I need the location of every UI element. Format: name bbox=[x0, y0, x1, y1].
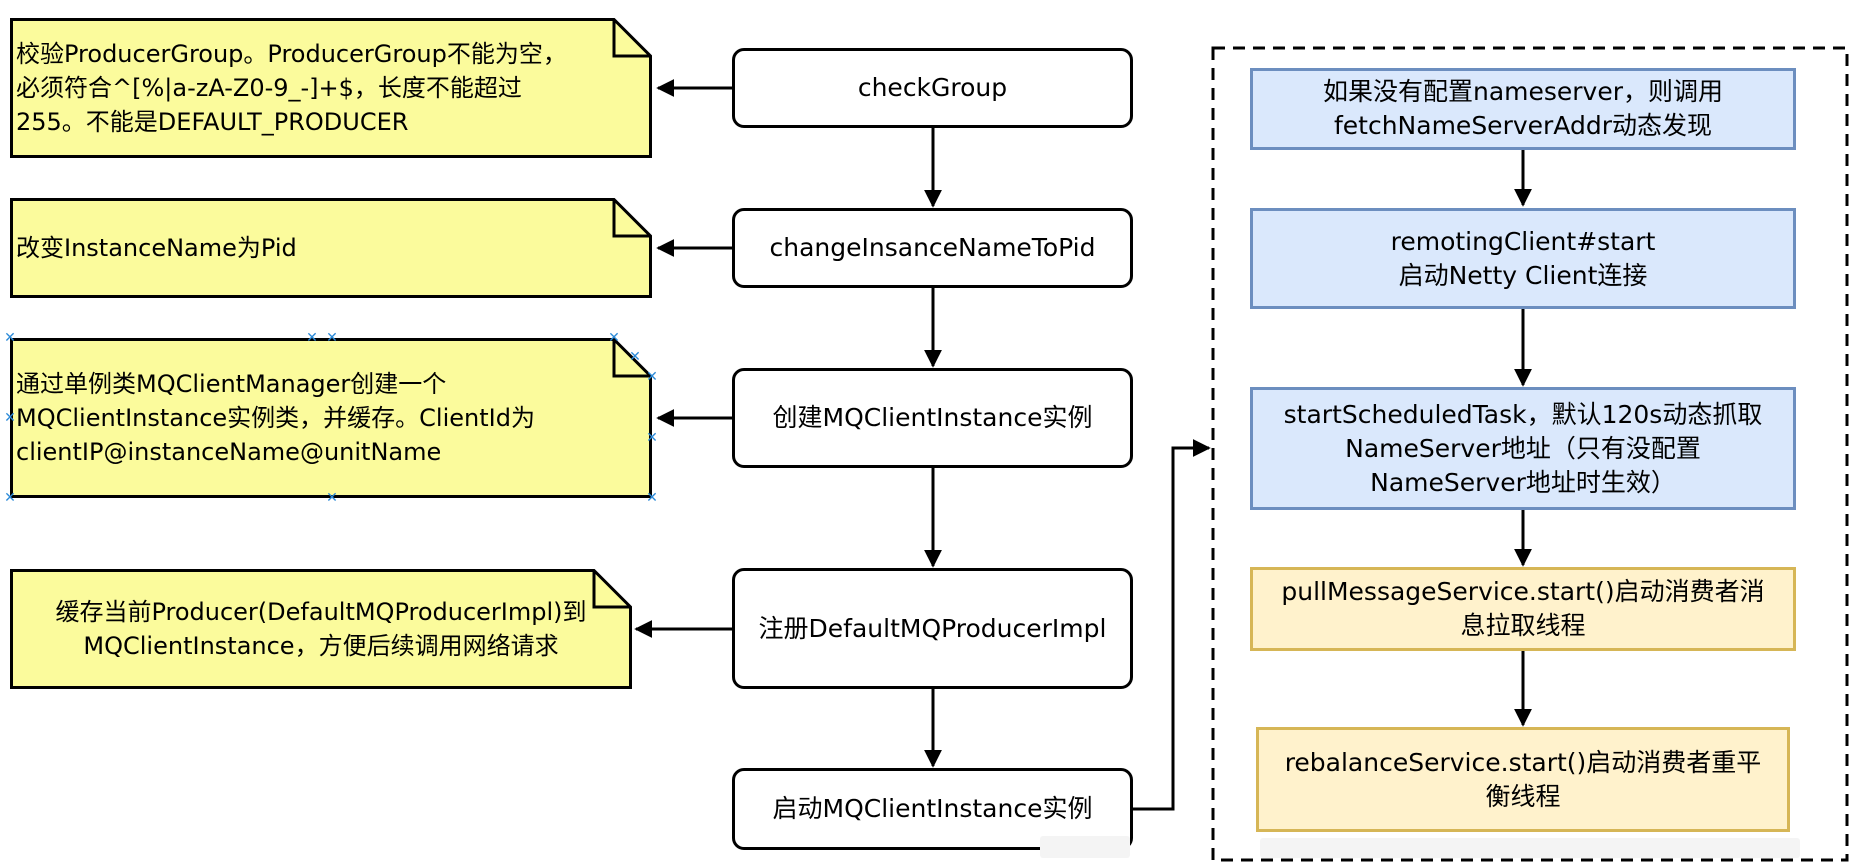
step-check-group[interactable]: checkGroup bbox=[732, 48, 1133, 128]
step-pull-message-service-label: pullMessageService.start()启动消费者消 息拉取线程 bbox=[1281, 577, 1765, 640]
step-check-group-label: checkGroup bbox=[857, 73, 1008, 102]
step-fetch-nameserver[interactable]: 如果没有配置nameserver，则调用 fetchNameServerAddr… bbox=[1250, 68, 1796, 150]
note-shape bbox=[10, 18, 652, 158]
note-cache-producer-text: 缓存当前Producer(DefaultMQProducerImpl)到 MQC… bbox=[55, 598, 587, 660]
step-create-client-instance[interactable]: 创建MQClientInstance实例 bbox=[732, 368, 1133, 468]
step-remoting-start[interactable]: remotingClient#start 启动Netty Client连接 bbox=[1250, 208, 1796, 309]
watermark-smudge bbox=[1040, 836, 1130, 858]
note-checkgroup-text: 校验ProducerGroup。ProducerGroup不能为空， 必须符合^… bbox=[16, 40, 567, 136]
step-start-client-instance-label: 启动MQClientInstance实例 bbox=[772, 794, 1093, 823]
step-remoting-start-label: remotingClient#start 启动Netty Client连接 bbox=[1390, 226, 1656, 290]
selection-handle-icon[interactable]: ✕ bbox=[326, 490, 338, 506]
selection-handle-icon[interactable]: ✕ bbox=[4, 410, 16, 426]
step-rebalance-service[interactable]: rebalanceService.start()启动消费者重平 衡线程 bbox=[1256, 727, 1790, 832]
arrow-start-to-group bbox=[1133, 439, 1211, 811]
note-clientinstance-text: 通过单例类MQClientManager创建一个 MQClientInstanc… bbox=[16, 370, 535, 466]
note-cache-producer: 缓存当前Producer(DefaultMQProducerImpl)到 MQC… bbox=[10, 569, 632, 689]
step-change-instance-name-label: changeInsanceNameToPid bbox=[769, 233, 1096, 262]
note-shape bbox=[10, 569, 632, 689]
step-fetch-nameserver-label: 如果没有配置nameserver，则调用 fetchNameServerAddr… bbox=[1322, 77, 1724, 140]
selection-handle-icon[interactable]: ✕ bbox=[608, 330, 620, 346]
step-scheduled-task[interactable]: startScheduledTask，默认120s动态抓取 NameServer… bbox=[1250, 387, 1796, 510]
step-change-instance-name[interactable]: changeInsanceNameToPid bbox=[732, 208, 1133, 288]
selection-handle-icon[interactable]: ✕ bbox=[4, 330, 16, 346]
selection-handle-icon[interactable]: ✕ bbox=[629, 349, 641, 365]
step-pull-message-service[interactable]: pullMessageService.start()启动消费者消 息拉取线程 bbox=[1250, 567, 1796, 651]
selection-handle-icon[interactable]: ✕ bbox=[306, 330, 318, 346]
note-checkgroup: 校验ProducerGroup。ProducerGroup不能为空， 必须符合^… bbox=[10, 18, 652, 158]
note-shape bbox=[10, 198, 652, 298]
note-shape bbox=[10, 338, 652, 498]
watermark-smudge bbox=[1260, 838, 1800, 858]
note-instancename-text: 改变InstanceName为Pid bbox=[16, 234, 297, 262]
step-register-producer[interactable]: 注册DefaultMQProducerImpl bbox=[732, 568, 1133, 689]
selection-handle-icon[interactable]: ✕ bbox=[646, 430, 658, 446]
selection-handle-icon[interactable]: ✕ bbox=[646, 369, 658, 385]
selection-handle-icon[interactable]: ✕ bbox=[326, 330, 338, 346]
selection-handle-icon[interactable]: ✕ bbox=[646, 490, 658, 506]
selection-handle-icon[interactable]: ✕ bbox=[4, 490, 16, 506]
step-create-client-instance-label: 创建MQClientInstance实例 bbox=[772, 403, 1093, 432]
note-clientinstance: 通过单例类MQClientManager创建一个 MQClientInstanc… bbox=[10, 338, 652, 498]
step-scheduled-task-label: startScheduledTask，默认120s动态抓取 NameServer… bbox=[1283, 399, 1763, 497]
step-rebalance-service-label: rebalanceService.start()启动消费者重平 衡线程 bbox=[1284, 747, 1762, 811]
step-register-producer-label: 注册DefaultMQProducerImpl bbox=[758, 613, 1107, 643]
note-instancename: 改变InstanceName为Pid bbox=[10, 198, 652, 298]
